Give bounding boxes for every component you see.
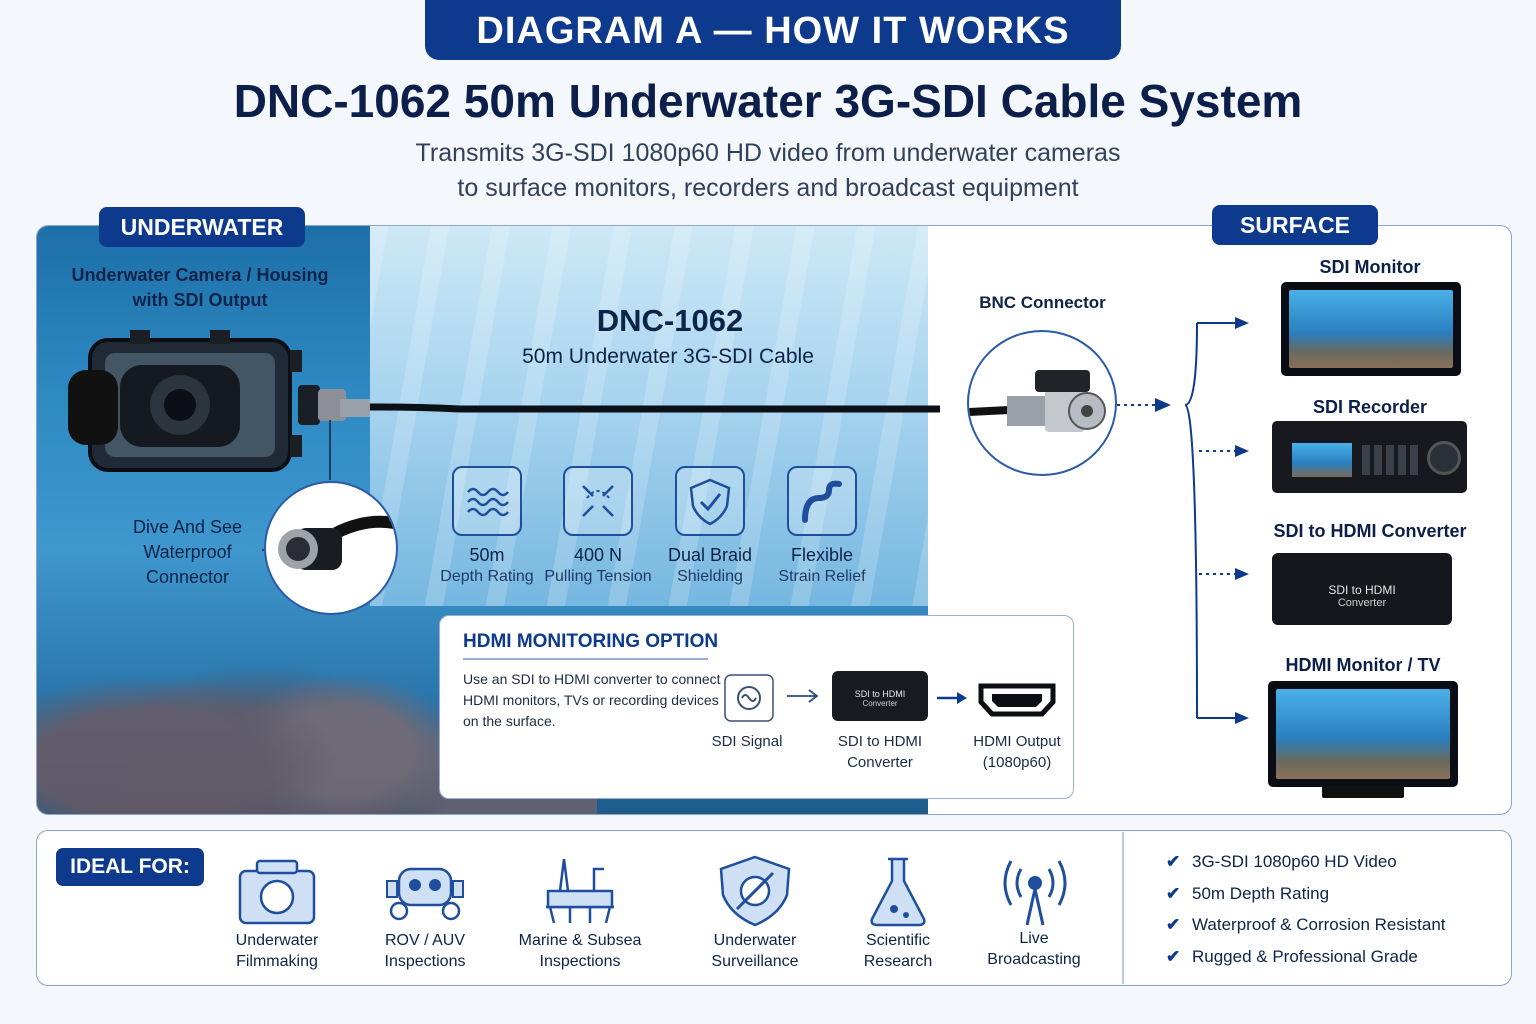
page-subtitle: Transmits 3G-SDI 1080p60 HD video from u… — [0, 136, 1536, 206]
tv-stand — [1322, 786, 1404, 798]
checkmark-icon: ✔ — [1166, 884, 1181, 903]
sdi-signal-icon — [724, 674, 774, 722]
recorder-screen — [1292, 443, 1352, 477]
bnc-connector-closeup — [967, 330, 1117, 476]
camera-icon — [238, 859, 316, 925]
recorder-dial — [1427, 441, 1461, 475]
waterproof-connector-closeup — [264, 481, 398, 615]
feature-shielding: Dual Braid Shielding — [655, 466, 765, 587]
surface-tag: SURFACE — [1212, 205, 1378, 245]
sdi-monitor-label: SDI Monitor — [1319, 257, 1421, 277]
check-item: ✔50m Depth Rating — [1166, 884, 1330, 903]
sdi-hdmi-converter-device: SDI to HDMI Converter — [832, 671, 928, 721]
hdmi-monitor-label: HDMI Monitor / TV — [1285, 655, 1441, 675]
tension-arrows-icon — [563, 466, 633, 536]
check-item: ✔Rugged & Professional Grade — [1166, 947, 1418, 966]
signal-distribution-lines — [1117, 317, 1249, 724]
recorder-buttons — [1362, 445, 1422, 475]
converter-step-label: SDI to HDMI Converter — [837, 733, 923, 771]
sdi-signal-label: SDI Signal — [711, 733, 783, 750]
hdmi-option-description: Use an SDI to HDMI converter to connect … — [463, 671, 721, 729]
arrow-right-icon — [937, 692, 967, 704]
system-diagram-panel — [36, 225, 1512, 815]
checkmark-icon: ✔ — [1166, 915, 1181, 934]
flexible-cable-icon — [787, 466, 857, 536]
bnc-connector-label: BNC Connector — [979, 293, 1106, 312]
check-item: ✔3G-SDI 1080p60 HD Video — [1166, 852, 1397, 871]
converter-device-label: SDI to HDMI Converter — [1273, 521, 1467, 541]
rov-icon — [386, 867, 464, 921]
underwater-camera-housing — [68, 330, 346, 472]
water-light-rays — [370, 226, 928, 606]
feature-strain-relief: Flexible Strain Relief — [767, 466, 877, 587]
diagram-banner: DIAGRAM A — HOW IT WORKS — [425, 0, 1121, 60]
oil-rig-icon — [546, 858, 614, 924]
ideal-for-tag: IDEAL FOR: — [56, 848, 204, 886]
arrow-right-icon — [787, 689, 819, 703]
hdmi-port-icon — [978, 683, 1056, 717]
sdi-hdmi-converter-box: SDI to HDMI Converter — [1272, 553, 1452, 625]
water-light-area — [370, 226, 928, 606]
sdi-cable — [340, 399, 940, 417]
hdmi-option-title: HDMI MONITORING OPTION — [463, 631, 719, 652]
checkmark-icon: ✔ — [1166, 947, 1181, 966]
check-item: ✔Waterproof & Corrosion Resistant — [1166, 915, 1446, 934]
waterproof-connector-icon — [278, 515, 396, 570]
shield-check-icon — [675, 466, 745, 536]
subtitle-line-1: Transmits 3G-SDI 1080p60 HD video from u… — [415, 139, 1121, 167]
hdmi-monitoring-option: HDMI MONITORING OPTION Use an SDI to HDM… — [439, 615, 1074, 799]
bnc-connector-icon — [969, 370, 1106, 432]
cable-description: 50m Underwater 3G-SDI Cable — [522, 345, 814, 368]
checkmark-icon: ✔ — [1166, 852, 1181, 871]
flask-icon — [870, 857, 926, 927]
waves-icon — [452, 466, 522, 536]
hdmi-title-rule — [463, 658, 708, 660]
underwater-tag: UNDERWATER — [99, 207, 305, 247]
monitor-screen-image — [1289, 290, 1453, 368]
tv-screen-image — [1276, 689, 1450, 779]
waterproof-connector-label: Dive And See Waterproof Connector — [132, 517, 243, 587]
sdi-recorder-label: SDI Recorder — [1312, 397, 1428, 417]
page-title: DNC-1062 50m Underwater 3G-SDI Cable Sys… — [233, 75, 1303, 127]
broadcast-antenna-icon — [1003, 860, 1067, 926]
cable-model: DNC-1062 — [596, 303, 744, 338]
feature-depth-rating: 50m Depth Rating — [432, 466, 542, 587]
feature-pulling-tension: 400 N Pulling Tension — [543, 466, 653, 587]
camera-label: Underwater Camera / Housing with SDI Out… — [71, 265, 329, 310]
section-divider — [1122, 832, 1124, 984]
surveillance-shield-icon — [719, 855, 791, 927]
sdi-monitor — [1281, 282, 1461, 376]
hdmi-output-label: HDMI Output (1080p60) — [973, 733, 1061, 771]
sdi-recorder — [1272, 421, 1467, 493]
hdmi-monitor-tv — [1268, 681, 1458, 787]
subtitle-line-2: to surface monitors, recorders and broad… — [457, 174, 1079, 202]
